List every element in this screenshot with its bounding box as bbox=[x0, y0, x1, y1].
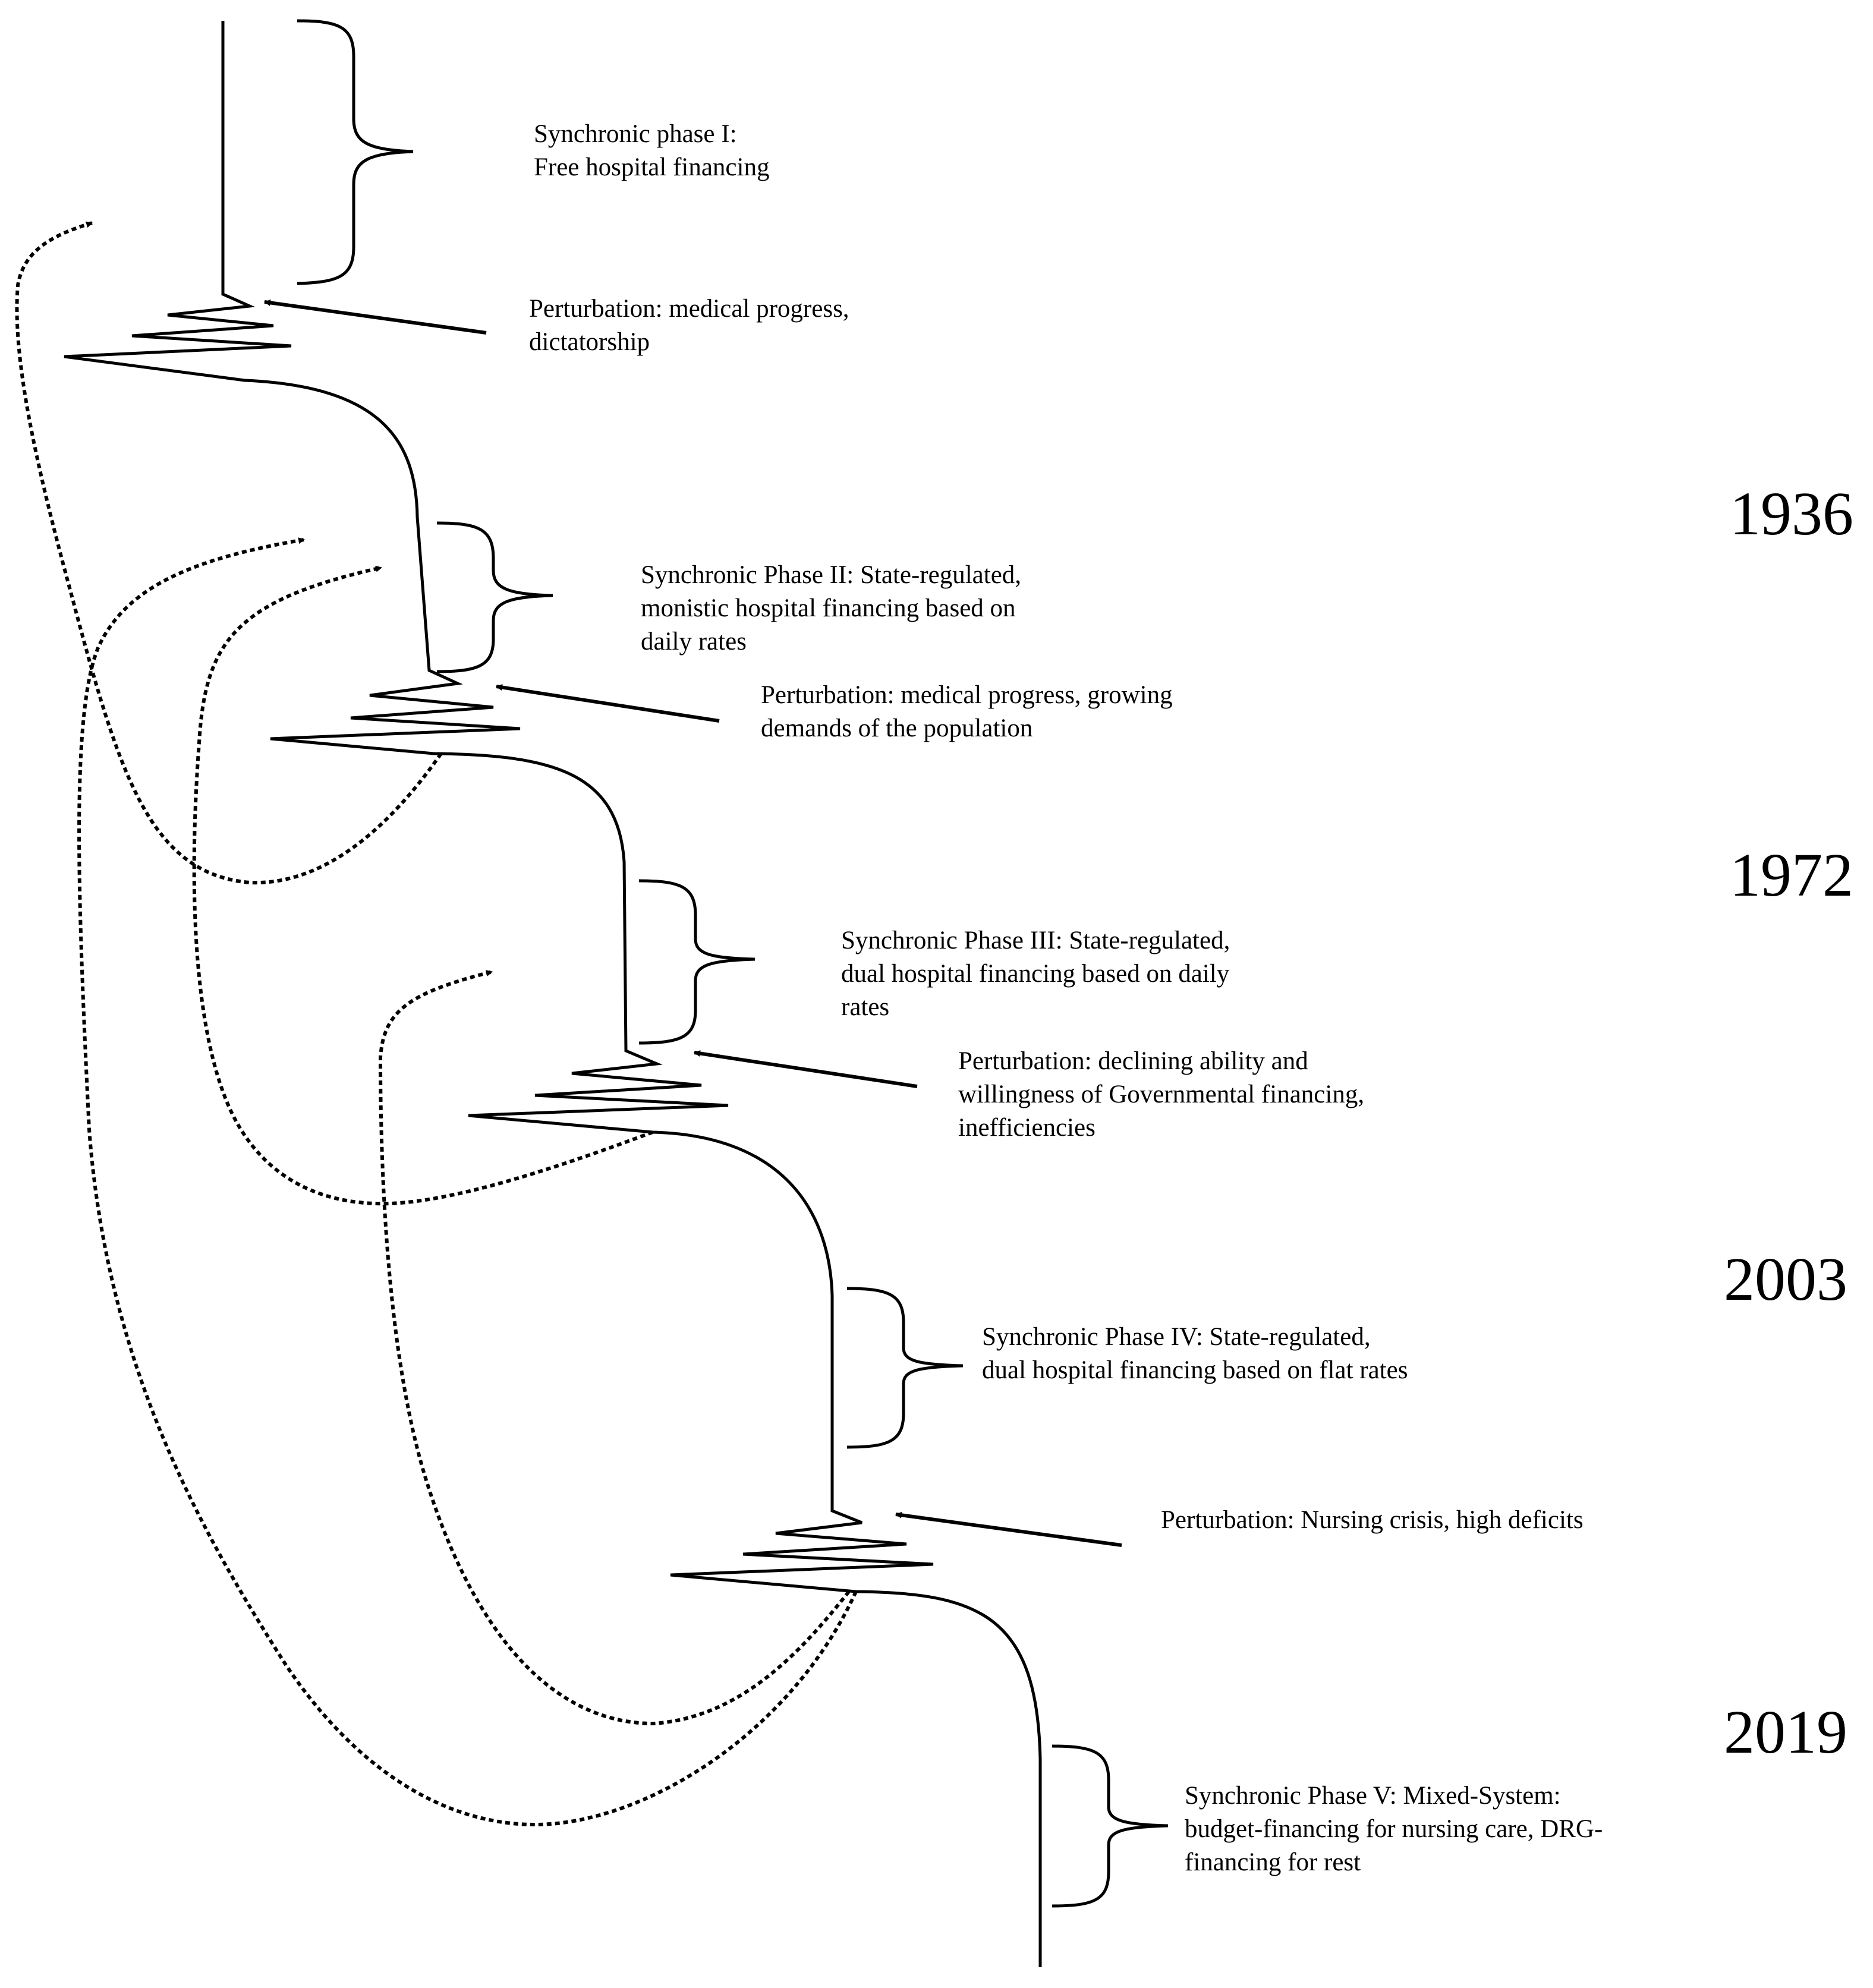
perturbation-3-label: Perturbation: declining ability and will… bbox=[958, 1047, 1365, 1142]
perturbation-arrow-3 bbox=[693, 1050, 918, 1088]
phase-brace-3 bbox=[638, 879, 756, 1045]
phase-2-label: Synchronic Phase II: State-regulated, mo… bbox=[641, 561, 1022, 656]
year-1936: 1936 bbox=[1730, 480, 1853, 548]
perturbation-1-label: Perturbation: medical progress, dictator… bbox=[529, 295, 849, 356]
feedback-arrow-2 bbox=[192, 565, 654, 1206]
feedback-arrow-4 bbox=[378, 970, 851, 1726]
phase-5-label: Synchronic Phase V: Mixed-System: budget… bbox=[1185, 1782, 1603, 1876]
phase-1-label: Synchronic phase I: Free hospital financ… bbox=[534, 120, 770, 181]
feedback-arrow-3 bbox=[77, 537, 858, 1827]
perturbation-arrow-1 bbox=[263, 299, 487, 335]
perturbation-arrow-2 bbox=[495, 684, 720, 723]
year-1972: 1972 bbox=[1730, 841, 1853, 909]
phase-brace-4 bbox=[846, 1287, 964, 1449]
feedback-arrow-1 bbox=[15, 221, 443, 885]
year-2019: 2019 bbox=[1724, 1698, 1847, 1766]
timeline-path bbox=[64, 21, 1042, 1967]
phase-4-label: Synchronic Phase IV: State-regulated, du… bbox=[982, 1323, 1408, 1384]
perturbation-2-label: Perturbation: medical progress, growing … bbox=[761, 681, 1173, 742]
phase-3-label: Synchronic Phase III: State-regulated, d… bbox=[841, 927, 1230, 1021]
phase-brace-1 bbox=[297, 19, 414, 285]
phase-brace-2 bbox=[436, 521, 553, 673]
year-2003: 2003 bbox=[1724, 1245, 1847, 1313]
perturbation-4-label: Perturbation: Nursing crisis, high defic… bbox=[1161, 1506, 1584, 1534]
perturbation-arrow-4 bbox=[895, 1511, 1122, 1547]
phase-brace-5 bbox=[1052, 1744, 1169, 1908]
